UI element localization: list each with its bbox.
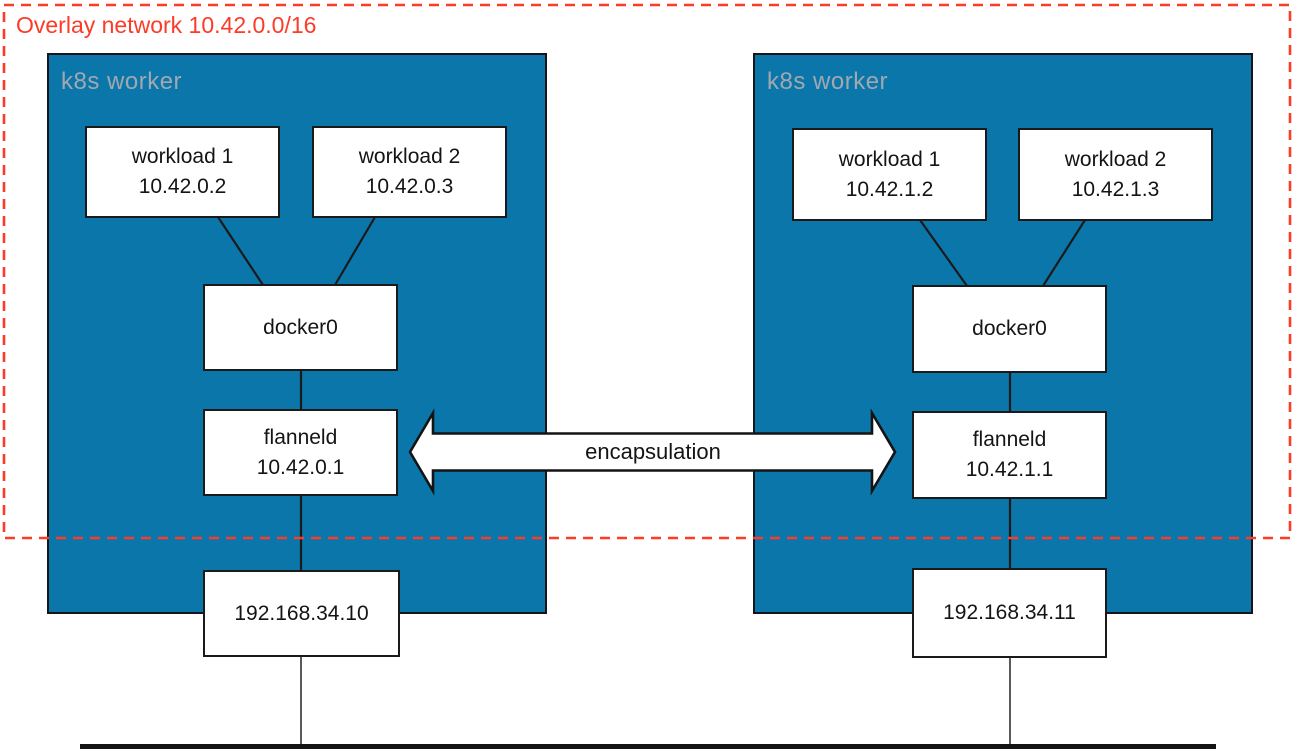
node-host-ip-right: 192.168.34.11 <box>912 568 1107 658</box>
node-flanneld-right: flanneld 10.42.1.1 <box>912 411 1107 499</box>
node-ip: 10.42.0.3 <box>365 175 454 198</box>
overlay-network-title: Overlay network 10.42.0.0/16 <box>16 12 317 38</box>
node-label: docker0 <box>972 317 1047 340</box>
connector-line <box>1042 219 1086 287</box>
node-label: flanneld <box>972 428 1047 451</box>
node-workload1-left: workload 1 10.42.0.2 <box>85 126 280 218</box>
connector-line <box>919 219 968 287</box>
connector-line <box>217 216 264 286</box>
node-label: flanneld <box>263 425 338 449</box>
connector-line <box>334 216 376 286</box>
node-label: docker0 <box>263 315 338 339</box>
worker-label-left: k8s worker <box>61 68 183 95</box>
node-ip: 10.42.1.2 <box>845 177 934 201</box>
node-workload2-left: workload 2 10.42.0.3 <box>312 126 507 218</box>
node-ip: 10.42.0.2 <box>138 175 227 198</box>
node-ip: 192.168.34.10 <box>234 601 369 625</box>
node-ip: 10.42.1.1 <box>965 458 1054 481</box>
node-label: workload 2 <box>358 145 461 168</box>
node-docker0-left: docker0 <box>203 284 398 371</box>
overlay-network-boundary <box>2 3 1292 540</box>
node-label: workload 1 <box>131 145 234 168</box>
node-workload2-right: workload 2 10.42.1.3 <box>1018 128 1213 221</box>
encapsulation-label: encapsulation <box>585 439 721 464</box>
node-label: workload 1 <box>838 147 941 171</box>
physical-network-bus <box>80 744 1216 749</box>
encapsulation-arrow <box>408 408 897 496</box>
node-label: workload 2 <box>1064 147 1167 171</box>
node-ip: 10.42.0.1 <box>256 455 345 479</box>
node-docker0-right: docker0 <box>912 285 1107 373</box>
node-ip: 10.42.1.3 <box>1071 177 1160 201</box>
node-ip: 192.168.34.11 <box>943 601 1076 624</box>
node-flanneld-left: flanneld 10.42.0.1 <box>203 409 398 496</box>
node-workload1-right: workload 1 10.42.1.2 <box>792 128 987 221</box>
worker-label-right: k8s worker <box>767 68 889 95</box>
node-host-ip-left: 192.168.34.10 <box>203 570 400 657</box>
